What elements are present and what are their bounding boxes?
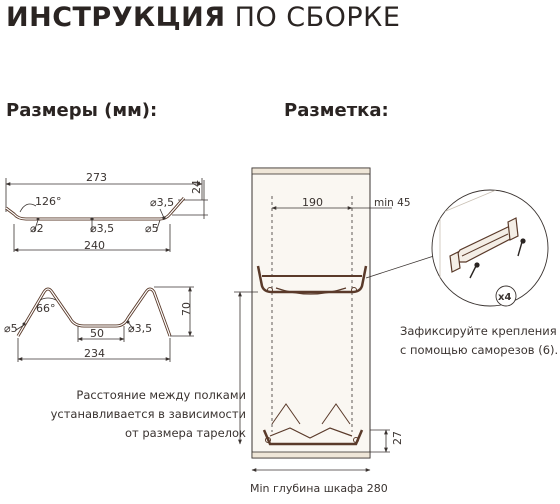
dim-bottom-middle-width: 50: [90, 327, 104, 340]
lower-shelf-frame: [262, 429, 364, 446]
lower-shelf-wire: [269, 427, 353, 439]
lower-rack-profile: [271, 403, 351, 425]
bracket-end: [449, 251, 461, 273]
cabinet-drawing: [234, 167, 441, 472]
fixing-note-line-2: с помощью саморезов (6).: [400, 343, 558, 357]
cabinet-bottom-edge: [251, 451, 371, 459]
screw-mark: [267, 287, 273, 293]
screw-mark: [351, 287, 357, 293]
detail-callout-line: [365, 253, 441, 279]
fixing-note-line-1: Зафиксируйте крепления: [400, 324, 557, 338]
leader: [155, 219, 161, 233]
bottom-profile-bar-inner: [17, 288, 171, 337]
hole-mark: [162, 216, 166, 220]
screw-mark: [353, 437, 359, 443]
dim-min-depth: Min глубина шкафа 280: [250, 482, 388, 495]
angle-arc: [19, 203, 37, 213]
dim-bottom-gap: 27: [391, 431, 404, 445]
dim-top-inner-width: 240: [84, 239, 105, 252]
shelf-note-line-3: от размера тарелок: [124, 426, 246, 440]
section-marking-heading: Разметка:: [284, 100, 389, 121]
dim-bottom-height: 70: [180, 302, 193, 316]
dim-top-hole-right-bottom: ⌀5: [145, 222, 159, 235]
screw-icon: [469, 262, 480, 279]
hole-mark: [126, 320, 130, 324]
title-light: ПО СБОРКЕ: [234, 2, 401, 33]
bracket-end: [507, 217, 519, 241]
dim-top-overall-width: 273: [86, 171, 107, 184]
dim-cabinet-width: 190: [302, 196, 323, 209]
dim-top-height: 24: [190, 180, 203, 194]
dim-top-hole-mid-bottom: ⌀3,5: [90, 222, 114, 235]
screw-mark: [265, 437, 271, 443]
dim-top-hole-right: ⌀3,5: [150, 196, 174, 209]
dim-bottom-hole-mid: ⌀3,5: [128, 322, 152, 335]
leader: [15, 324, 25, 331]
hole-mark: [90, 217, 94, 221]
section-dimensions-heading: Размеры (мм):: [6, 100, 158, 121]
hole-mark: [22, 322, 26, 326]
dim-bottom-hole-left: ⌀5: [4, 322, 18, 335]
dim-bottom-angle: 66°: [36, 302, 56, 315]
count-badge-label: x4: [498, 292, 511, 303]
screw-icon: [517, 238, 526, 257]
shelf-note-line-1: Расстояние между полками: [76, 388, 246, 402]
bracket-rail: [461, 233, 509, 257]
title-bold: ИНСТРУКЦИЯ: [6, 2, 226, 33]
detail-circle: [431, 189, 549, 307]
leader: [127, 321, 135, 331]
dim-top-hole-left-bottom: ⌀2: [30, 222, 44, 235]
upper-shelf-wire: [275, 287, 347, 295]
shelf-note-line-2: устанавливается в зависимости: [50, 407, 246, 421]
leader: [33, 219, 39, 233]
upper-shelf-frame: [256, 265, 368, 294]
dim-top-angle: 126°: [35, 195, 62, 208]
cabinet-top-edge: [251, 167, 371, 175]
fixing-note: Зафиксируйте крепления с помощью саморез…: [400, 322, 558, 360]
hole-mark: [36, 217, 40, 221]
page-title: ИНСТРУКЦИЯ ПО СБОРКЕ: [6, 2, 400, 33]
leader: [159, 208, 165, 219]
top-profile-drawing: [5, 178, 208, 252]
dim-bottom-overall-width: 234: [84, 347, 105, 360]
dim-min-gap: min 45: [374, 197, 411, 209]
count-badge: [495, 285, 517, 307]
wall-edge: [433, 190, 521, 217]
bottom-profile-drawing: [15, 286, 194, 362]
shelf-spacing-note: Расстояние между полками устанавливается…: [40, 386, 246, 443]
angle-arc: [39, 297, 57, 301]
